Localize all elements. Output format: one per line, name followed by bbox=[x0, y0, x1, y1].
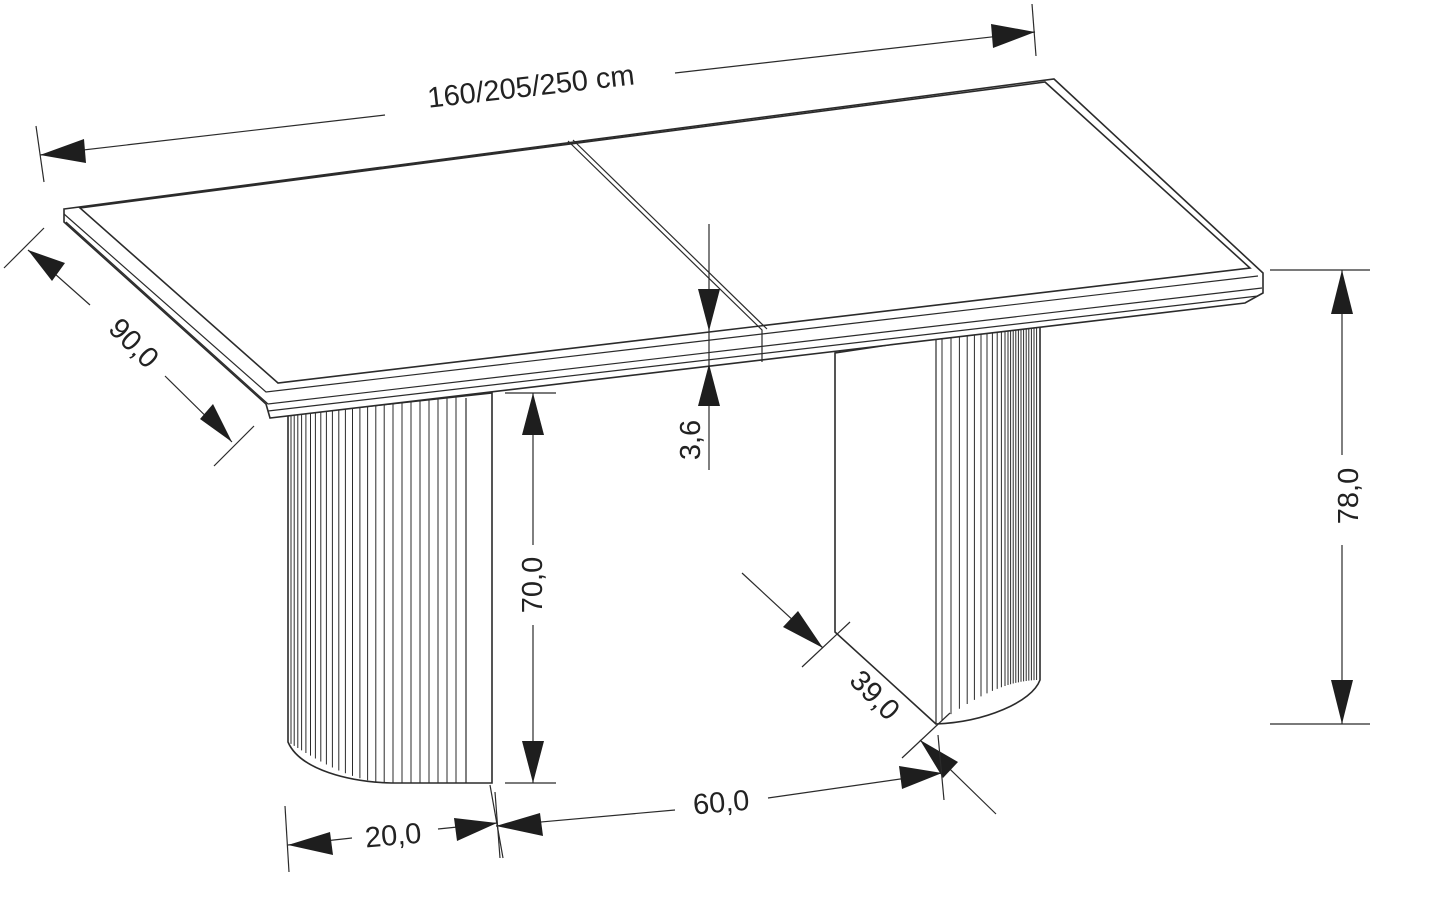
length-label: 160/205/250 cm bbox=[426, 59, 636, 114]
table-top bbox=[63, 78, 1264, 419]
dimension-leg-spacing: 60,0 bbox=[489, 734, 945, 859]
leg-height-label: 70,0 bbox=[517, 557, 549, 613]
dimension-top-thickness: 3,6 bbox=[675, 224, 720, 470]
depth-label: 90,0 bbox=[102, 312, 165, 375]
dimension-leg-height: 70,0 bbox=[505, 392, 556, 784]
dimension-leg-width: 20,0 bbox=[284, 791, 501, 873]
leg-spacing-label: 60,0 bbox=[692, 785, 751, 822]
leg-width-label: 20,0 bbox=[364, 818, 423, 855]
dimension-total-height: 78,0 bbox=[1270, 269, 1370, 725]
total-height-label: 78,0 bbox=[1333, 468, 1365, 524]
left-pedestal-leg bbox=[287, 392, 493, 784]
top-thickness-label: 3,6 bbox=[675, 420, 707, 460]
left-leg-flutes bbox=[290, 396, 457, 783]
right-pedestal-leg bbox=[834, 321, 1041, 725]
right-leg-flutes bbox=[941, 322, 1038, 721]
